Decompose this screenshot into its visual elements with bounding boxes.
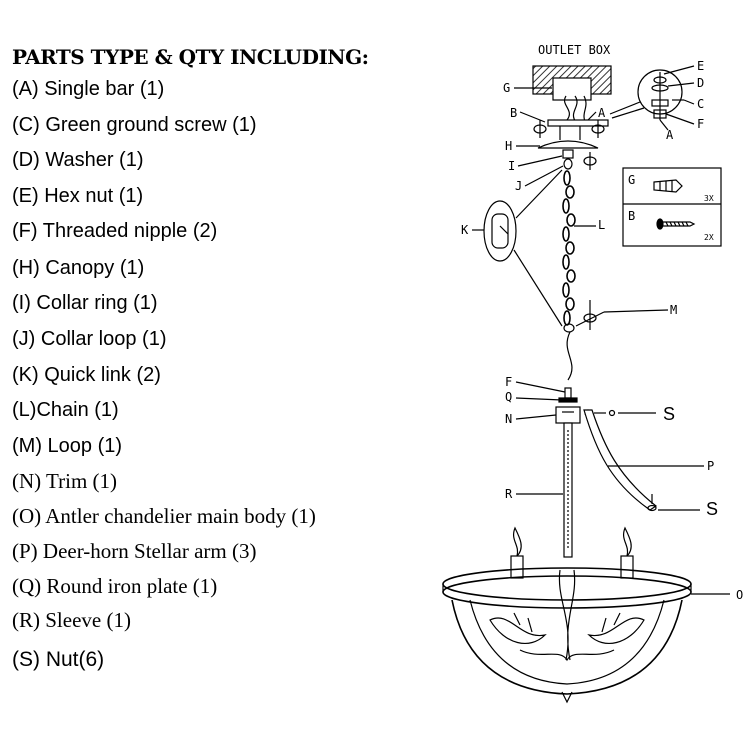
part-item-i: (I) Collar ring (1) <box>12 292 158 314</box>
detail-callout-a: A <box>666 128 674 142</box>
leader-k-link-1 <box>515 169 563 219</box>
collar-loop <box>563 158 573 170</box>
loop-screw <box>583 300 597 330</box>
callout-h: H <box>505 139 512 153</box>
detail-hardware <box>651 72 684 120</box>
collar-ring <box>562 149 574 159</box>
leader-m-b <box>603 309 669 313</box>
detail-callout-c: C <box>697 97 704 111</box>
canopy-screw <box>583 152 597 170</box>
inset-b-qty: 2X <box>704 233 714 242</box>
callout-q: Q <box>505 390 512 404</box>
part-item-o: (O) Antler chandelier main body (1) <box>12 504 316 528</box>
detail-leader-d <box>667 82 695 87</box>
detail-leader-f <box>665 113 695 125</box>
detail-leader-c <box>683 99 695 105</box>
outlet-box-label: OUTLET BOX <box>538 43 611 57</box>
leader-j <box>524 165 564 187</box>
quick-link-detail-circle <box>483 200 517 262</box>
arm-nut-lower <box>647 494 657 512</box>
part-item-h: (H) Canopy (1) <box>12 257 145 279</box>
callout-a: A <box>598 106 606 120</box>
callout-o: O <box>736 588 743 602</box>
parts-list-title: PARTS TYPE & QTY INCLUDING: <box>12 45 369 69</box>
leader-f <box>515 381 566 393</box>
leader-b <box>519 111 546 123</box>
callout-s-lower: S <box>706 499 718 519</box>
chain <box>562 170 576 326</box>
part-item-q: (Q) Round iron plate (1) <box>12 574 218 598</box>
callout-i: I <box>508 159 515 173</box>
leader-a <box>587 111 597 121</box>
detail-callout-e: E <box>697 59 704 73</box>
quick-link <box>491 213 509 249</box>
leader-n <box>515 414 557 420</box>
leader-k-link-2 <box>513 249 563 327</box>
wire-nut-icon <box>653 179 683 193</box>
part-item-r: (R) Sleeve (1) <box>12 608 131 632</box>
deer-horn-arm <box>583 409 658 511</box>
quick-link-gate <box>499 225 509 235</box>
detail-callout-f: F <box>697 117 704 131</box>
part-item-d: (D) Washer (1) <box>12 149 144 171</box>
callout-b: B <box>510 106 517 120</box>
detail-leader-a <box>659 119 669 131</box>
canopy <box>537 140 599 149</box>
part-item-a: (A) Single bar (1) <box>12 78 165 100</box>
part-item-k: (K) Quick link (2) <box>12 364 161 386</box>
loop <box>563 323 575 333</box>
callout-k: K <box>461 223 469 237</box>
inset-b-label: B <box>628 209 635 223</box>
callout-g: G <box>503 81 510 95</box>
part-item-f: (F) Threaded nipple (2) <box>12 220 218 242</box>
part-item-n: (N) Trim (1) <box>12 469 118 493</box>
leader-m-a <box>575 311 605 327</box>
mounting-screws <box>533 120 605 140</box>
part-item-j: (J) Collar loop (1) <box>12 328 167 350</box>
leader-q <box>515 397 563 401</box>
detail-callout-d: D <box>697 76 704 90</box>
detail-leader-1 <box>609 101 641 115</box>
inset-g-label: G <box>628 173 635 187</box>
part-item-c: (C) Green ground screw (1) <box>12 114 257 136</box>
round-iron-plate <box>558 397 578 403</box>
callout-n: N <box>505 412 512 426</box>
callout-s-top: S <box>663 404 675 424</box>
callout-f: F <box>505 375 512 389</box>
callout-r: R <box>505 487 513 501</box>
mounting-screw-icon <box>656 218 696 230</box>
callout-j: J <box>515 179 522 193</box>
trim <box>555 406 581 424</box>
junction-box <box>552 77 592 101</box>
antler-chandelier-body <box>442 526 692 704</box>
threaded-nipple <box>564 387 572 399</box>
callout-l: L <box>598 218 605 232</box>
detail-leader-e <box>663 65 695 75</box>
mounting-bar <box>547 119 609 127</box>
detail-leader-2 <box>611 107 645 119</box>
inset-g-qty: 3X <box>704 194 714 203</box>
part-item-p: (P) Deer-horn Stellar arm (3) <box>12 539 257 563</box>
callout-p: P <box>707 459 714 473</box>
part-item-l: (L)Chain (1) <box>12 399 119 421</box>
callout-m: M <box>670 303 677 317</box>
leader-i <box>517 155 563 167</box>
part-item-m: (M) Loop (1) <box>12 435 123 457</box>
fixture-wire <box>566 331 573 381</box>
part-item-e: (E) Hex nut (1) <box>12 185 144 207</box>
part-item-s: (S) Nut(6) <box>12 648 105 671</box>
